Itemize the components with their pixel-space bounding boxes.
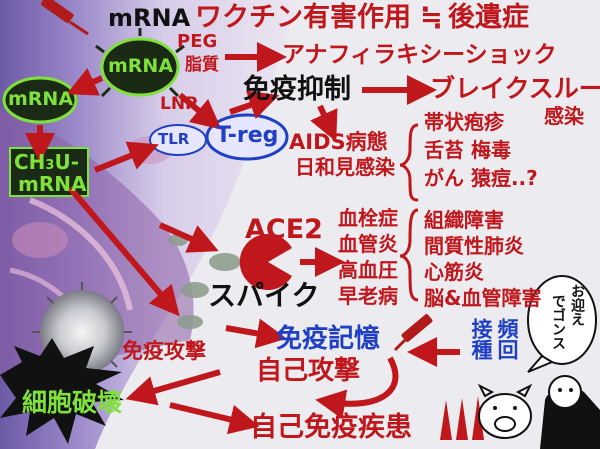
peg-label: PEG [177, 31, 218, 52]
repeat-label-2: 接種 [469, 318, 493, 360]
arrow-to-spike [158, 222, 219, 253]
cell-destruction-label: 細胞破壊 [22, 388, 123, 417]
ace2-label: ACE2 [245, 214, 323, 245]
speech-bubble [527, 275, 597, 373]
opportunistic-label: 日和見感染 [295, 155, 395, 179]
self-attack-label: 自己攻撃 [256, 356, 361, 386]
page-title: ワクチン有害作用 [195, 2, 411, 33]
disease-item: がん 猿痘..? [424, 166, 538, 190]
disease-item: 舌苔 梅毒 [424, 138, 511, 162]
disease-item: 帯状疱疹 [424, 110, 504, 134]
repeat-label-1: 頻回 [495, 318, 519, 360]
vascular-item: 血管炎 [338, 232, 398, 256]
mrna-left-label: mRNA [8, 88, 74, 110]
syringe-icon [40, 0, 89, 36]
arrow-treg-to-suppression [229, 90, 280, 120]
ch3u-label: CH3U- [14, 150, 80, 174]
immune-attack-label: 免疫攻撃 [122, 339, 206, 363]
immunosuppression-label: 免疫抑制 [243, 74, 351, 105]
autoimmune-label: 自己免疫疾患 [250, 412, 412, 443]
arrow-ch3u-to-attack [67, 186, 180, 317]
lipid-label: 脂質 [185, 55, 219, 75]
bubble-text-1: お迎え [569, 284, 585, 326]
title-approx: ≒ [420, 2, 443, 33]
anaphylaxis-label: アナフィラキシーショック [282, 42, 557, 68]
explosion-burst-icon [0, 338, 124, 444]
infection-label: 感染 [544, 104, 584, 128]
title-mrna: mRNA [108, 4, 191, 32]
vascular-item: 高血圧 [338, 258, 398, 282]
vascular-item: 早老病 [338, 284, 398, 308]
reaper-character-icon [540, 375, 600, 449]
tlr-label: TLR [158, 130, 190, 148]
arrow-to-destruction [125, 369, 221, 406]
mrna-particle-icon [2, 28, 185, 124]
ace2-receptor-icon [239, 234, 292, 291]
arrow-lnp-to-treg [178, 92, 222, 130]
treg-label: T-reg [216, 123, 279, 148]
lnp-label: LNP [160, 94, 198, 114]
arrow-to-memory [225, 318, 287, 349]
damage-item: 脳&血管障害 [424, 286, 542, 310]
arrow-to-aids [310, 104, 338, 142]
syringe-icon [393, 314, 433, 352]
damage-item: 心筋炎 [424, 260, 484, 284]
arrow-to-autoimmune [169, 402, 260, 435]
spike-label: スパイク [208, 279, 320, 312]
bubble-text-2: でゴンス [550, 294, 566, 350]
breakthrough-label: ブレイクスルー [430, 74, 600, 103]
pig-character-icon [477, 383, 533, 439]
damage-item: 間質性肺炎 [424, 234, 524, 258]
arrow-loop [315, 356, 399, 420]
mrna-top-label: mRNA [108, 55, 174, 77]
vascular-item: 血栓症 [338, 206, 398, 230]
damage-item: 組織障害 [424, 208, 504, 232]
ch3u-mrna-label: mRNA [18, 172, 87, 196]
title-sequela: 後遺症 [448, 2, 529, 33]
arrow-mrna-to-mrna [66, 68, 104, 96]
aids-label: AIDS病態 [289, 130, 388, 154]
immune-memory-label: 免疫記憶 [276, 324, 381, 354]
arrow-ch3u-to-tlr [93, 141, 159, 173]
